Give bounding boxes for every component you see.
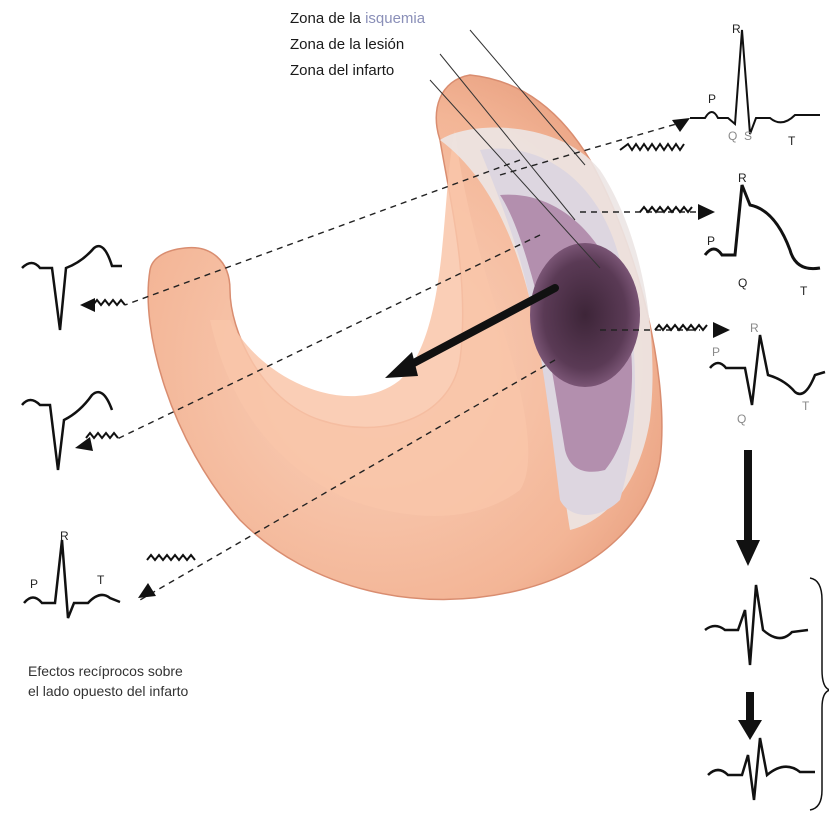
ecg-top-right (690, 30, 820, 134)
ecg3-q: Q (737, 412, 746, 426)
ecg-left3-t: T (97, 573, 105, 587)
vector-arrowhead (385, 352, 418, 378)
ecg1-p: P (708, 92, 716, 106)
label-zona-isquemia: Zona de la isquemia (290, 10, 425, 27)
wavy-arrow-left-1 (93, 300, 125, 305)
evolution-arrow-1-head (736, 540, 760, 566)
infarct-zone (530, 243, 640, 387)
label-zona-lesion: Zona de la lesión (290, 36, 404, 53)
wavy-arrow-left-3 (147, 555, 195, 560)
ecg1-t: T (788, 134, 796, 148)
ecg3-r: R (750, 321, 759, 335)
ecg-left3-r: R (60, 529, 69, 543)
label-isquemia-word: isquemia (365, 10, 425, 27)
ecg-third-right (710, 335, 825, 405)
caption-line-1: Efectos recíprocos sobre (28, 661, 188, 681)
ecg1-s: S (744, 129, 752, 143)
evolution-arrow-2-shaft (746, 692, 754, 720)
ecg1-r: R (732, 22, 741, 36)
brace (810, 578, 829, 810)
evolution-arrow-2-head (738, 720, 762, 740)
ecg3-p: P (712, 345, 720, 359)
wavy-arrow-right-1 (620, 144, 684, 150)
wavy-arrow-right-2 (640, 207, 692, 212)
ecg-left-2 (22, 392, 112, 470)
ecg-second-right (705, 185, 820, 269)
ecg-fourth-right (705, 585, 808, 665)
ecg3-t: T (802, 399, 810, 413)
label-zona-infarto: Zona del infarto (290, 62, 394, 79)
ecg2-t: T (800, 284, 808, 298)
caption-line-2: el lado opuesto del infarto (28, 681, 188, 701)
ecg-left3-p: P (30, 577, 38, 591)
evolution-arrow-1-shaft (744, 450, 752, 540)
ecg2-q: Q (738, 276, 747, 290)
ecg2-r: R (738, 171, 747, 185)
ecg1-q: Q (728, 129, 737, 143)
wavy-arrow-right-3 (655, 325, 707, 330)
wavy-arrow-left-2 (86, 433, 118, 438)
ecg2-p: P (707, 234, 715, 248)
caption: Efectos recíprocos sobre el lado opuesto… (28, 661, 188, 701)
ecg-left-3 (24, 540, 120, 618)
label-isquemia-prefix: Zona de la (290, 10, 365, 27)
ecg-fifth-right (708, 738, 815, 800)
ecg-left-1 (22, 246, 122, 330)
